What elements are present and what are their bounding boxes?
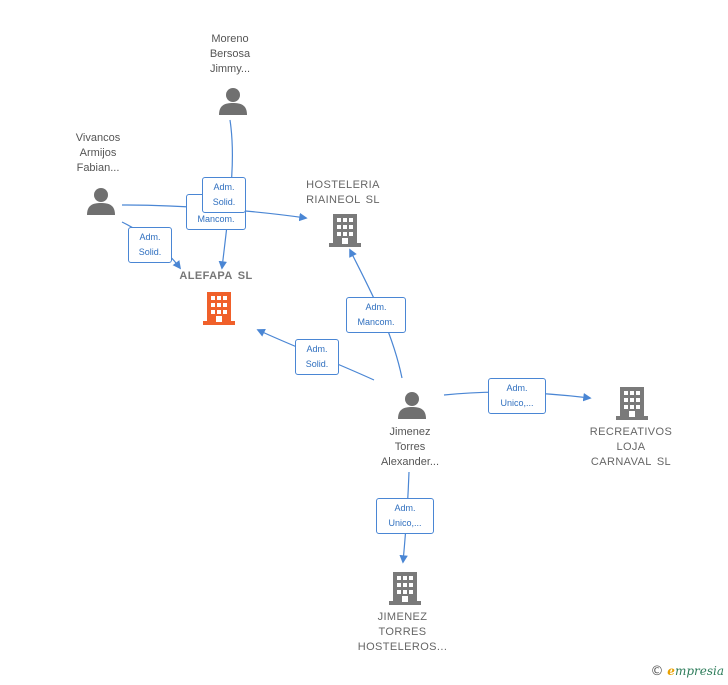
building-icon[interactable] (203, 291, 235, 325)
edge-label-jimenez-hosteleros[interactable]: Adm. Unico,... (376, 498, 434, 534)
edge-label-jimenez-alefapa[interactable]: Adm. Solid. (295, 339, 339, 375)
node-label-alefapa: ALEFAPA SL (179, 270, 253, 282)
edge-label-jimenez-hosteleria[interactable]: Adm. Mancom. (346, 297, 406, 333)
watermark: © empresia (650, 664, 724, 679)
building-icon[interactable] (329, 213, 361, 247)
edge-label-moreno-alefapa[interactable]: Adm. Solid. (202, 177, 246, 213)
node-label-recreativos: RECREATIVOS LOJA CARNAVAL SL (589, 426, 673, 468)
node-label-moreno: Moreno Bersosa Jimmy... (209, 33, 251, 75)
person-icon[interactable] (218, 86, 248, 116)
node-label-jimenez: Jimenez Torres Alexander... (380, 426, 440, 468)
node-label-hosteleria: HOSTELERIA RIAINEOL SL (306, 179, 380, 206)
node-label-hosteleros: JIMENEZ TORRES HOSTELEROS... (357, 611, 448, 653)
node-label-vivancos: Vivancos Armijos Fabian... (75, 132, 121, 174)
copyright-symbol: © (650, 664, 664, 679)
brand-initial: e (667, 664, 675, 678)
person-icon[interactable] (86, 186, 116, 216)
edge-label-vivancos-alefapa[interactable]: Adm. Solid. (128, 227, 172, 263)
building-icon[interactable] (616, 386, 648, 420)
edge-label-jimenez-recreativos[interactable]: Adm. Unico,... (488, 378, 546, 414)
brand-name: mpresia (674, 664, 724, 678)
person-icon[interactable] (397, 390, 427, 420)
building-icon[interactable] (389, 571, 421, 605)
